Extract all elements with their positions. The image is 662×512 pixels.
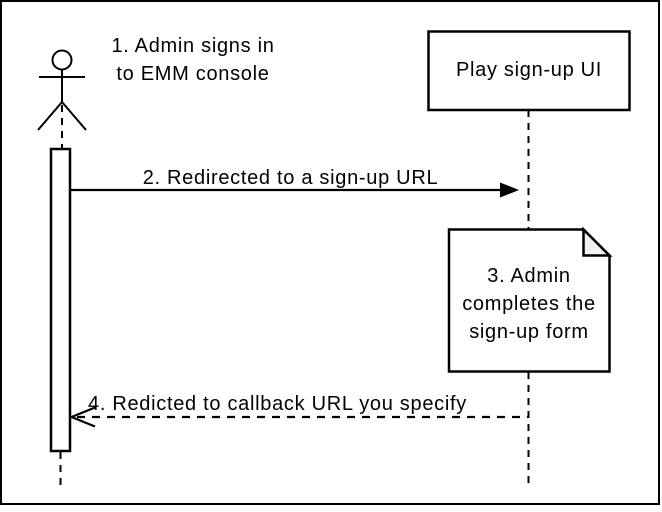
step1-label-line1: 1. Admin signs in — [111, 35, 275, 57]
step4-label: 4. Redicted to callback URL you specify — [88, 393, 467, 415]
activation-bar — [49, 147, 72, 453]
note-label-line1: 3. Admin — [487, 265, 571, 287]
note-label: 3. Admin completes the sign-up form — [450, 262, 608, 346]
step2-label: 2. Redirected to a sign-up URL — [142, 167, 439, 189]
actor-right-leg — [61, 101, 87, 131]
step2-arrowhead-icon — [500, 182, 519, 198]
note-body — [447, 228, 611, 373]
note-shape — [447, 226, 613, 373]
message-arrow-step4 — [68, 406, 528, 428]
note-label-line2: completes the — [462, 293, 596, 315]
actor-figure — [37, 49, 87, 131]
step1-label: 1. Admin signs in to EMM console — [72, 32, 314, 88]
actor-left-leg — [37, 101, 63, 131]
step4-open-arrowhead-icon — [68, 406, 96, 428]
actor-head — [51, 49, 73, 71]
note-label-line3: sign-up form — [469, 321, 589, 343]
message-arrow-step2 — [71, 182, 519, 198]
participant-box — [427, 30, 631, 112]
step1-label-line2: to EMM console — [116, 63, 270, 85]
note-folded-corner — [582, 226, 613, 257]
participant-label: Play sign-up UI — [455, 59, 603, 81]
